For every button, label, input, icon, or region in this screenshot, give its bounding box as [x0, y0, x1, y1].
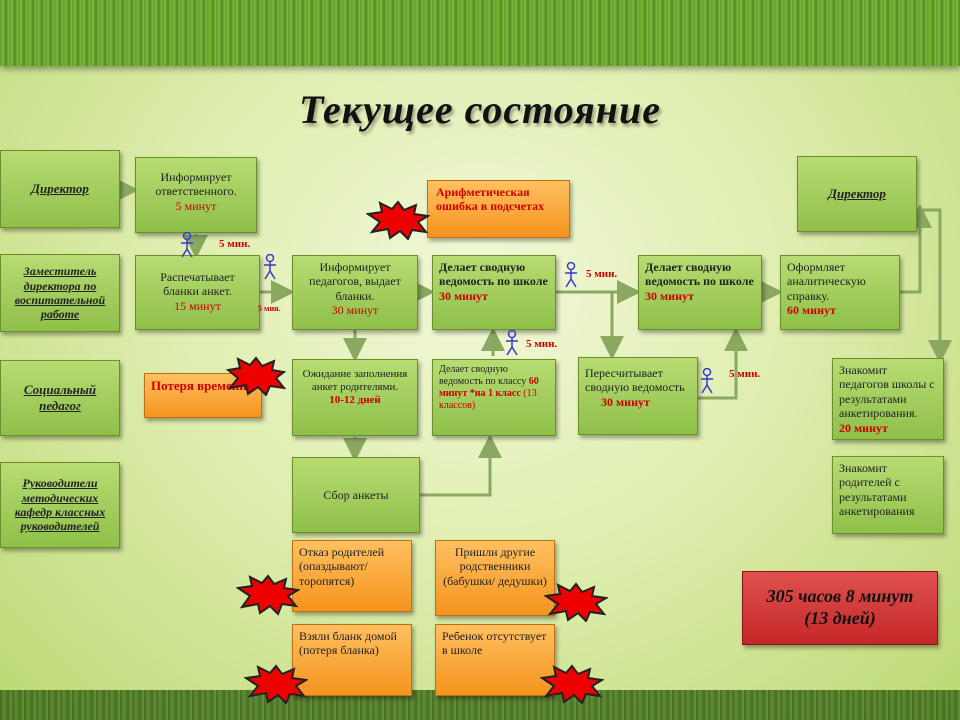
step-time: 5 минут — [175, 198, 217, 213]
problem-text: Арифметическая ошибка в подсчетах — [436, 185, 545, 214]
step-time: 20 минут — [839, 420, 888, 435]
wait-note: 5 мин. — [258, 304, 281, 313]
top-band — [0, 0, 960, 66]
step-time: 30 минут — [645, 288, 694, 303]
wait-note: 5 мин. — [526, 338, 558, 350]
problem-relatives: Пришли другие родственники (бабушки/ дед… — [435, 540, 555, 616]
problem-child-absent: Ребенок отсутствует в школе — [435, 624, 555, 696]
step-summary-school-1: Делает сводную ведомость по школе 30 мин… — [432, 255, 556, 330]
role-label: Заместитель директора по воспитательной … — [14, 264, 106, 322]
person-icon — [701, 368, 713, 394]
wait-note: 5 мин. — [219, 238, 251, 250]
problem-text: Ребенок отсутствует в школе — [442, 629, 547, 658]
step-inform-responsible: Информирует ответственного. 5 минут — [135, 157, 257, 233]
problem-text: Взяли бланк домой (потеря бланка) — [299, 629, 397, 658]
role-label: Директор — [31, 181, 89, 197]
step-text: Делает сводную ведомость по школе — [439, 260, 548, 289]
step-text: Ожидание заполнения анкет родителями. — [302, 368, 408, 394]
step-time: 30 минут — [601, 394, 650, 409]
step-text: Сбор анкеты — [323, 487, 389, 502]
step-collect: Сбор анкеты — [292, 457, 420, 533]
person-icon — [506, 330, 518, 356]
starburst-icon — [544, 582, 608, 622]
starburst-icon — [366, 200, 430, 240]
step-inform-teachers: Информирует педагогов, выдает бланки. 30… — [292, 255, 418, 330]
step-summary-class: Делает сводную ведомость по классу 60 ми… — [432, 359, 556, 436]
step-time: 60 минут *на 1 класс — [439, 376, 539, 399]
role-label: Руководители методических кафедр классны… — [14, 476, 106, 534]
step-time: 60 минут — [787, 303, 836, 318]
problem-arith-error: Арифметическая ошибка в подсчетах — [427, 180, 570, 238]
step-text: Оформляет аналитическую справку. — [787, 260, 866, 303]
step-waiting: Ожидание заполнения анкет родителями. 10… — [292, 359, 418, 436]
role-label: Директор — [828, 186, 886, 202]
arrow-collect-to-class — [420, 434, 502, 497]
step-text: Информирует ответственного. — [155, 170, 237, 199]
total-time: 305 часов 8 минут (13 дней) — [742, 571, 938, 645]
problem-text: Отказ родителей (опаздывают/ торопятся) — [299, 545, 385, 588]
step-text: Пересчитывает сводную ведомость — [585, 366, 685, 395]
person-icon — [264, 254, 276, 280]
step-acquaint-teachers: Знакомит педагогов школы с результатами … — [832, 358, 944, 440]
step-time: 15 минут — [174, 298, 221, 313]
arrow-director-right — [920, 208, 952, 364]
step-text: Знакомит родителей с результатами анкети… — [839, 461, 915, 519]
problem-text: Потеря времени — [151, 378, 247, 393]
role-director-left: Директор — [0, 150, 120, 228]
starburst-icon — [226, 356, 286, 396]
starburst-icon — [244, 664, 308, 704]
slide-title: Текущее состояние — [299, 87, 661, 132]
step-text: Делает сводную ведомость по школе — [645, 260, 754, 289]
step-text: Распечатывает бланки анкет. — [160, 270, 235, 299]
arrow-report-to-director — [900, 204, 932, 294]
step-summary-school-2: Делает сводную ведомость по школе 30 мин… — [638, 255, 762, 330]
role-director-right: Директор — [797, 156, 917, 232]
step-report: Оформляет аналитическую справку. 60 мину… — [780, 255, 900, 330]
person-icon — [181, 232, 193, 258]
starburst-icon — [540, 664, 604, 704]
wait-note: 5 мин. — [586, 268, 618, 280]
step-time-extra: (13 классов) — [439, 388, 537, 411]
step-acquaint-parents: Знакомит родителей с результатами анкети… — [832, 456, 944, 534]
problem-took-form-home: Взяли бланк домой (потеря бланка) — [292, 624, 412, 696]
role-label: Социальный педагог — [23, 382, 97, 413]
total-line-2: (13 дней) — [804, 608, 876, 628]
problem-parents-refusal: Отказ родителей (опаздывают/ торопятся) — [292, 540, 412, 612]
problem-text: Пришли другие родственники (бабушки/ дед… — [443, 545, 547, 588]
step-time: 10-12 дней — [329, 394, 381, 407]
step-text: Делает сводную ведомость по классу — [439, 364, 527, 387]
step-text: Знакомит педагогов школы с результатами … — [839, 363, 935, 421]
step-recount: Пересчитывает сводную ведомость 30 минут — [578, 357, 698, 435]
wait-note: 5 мин. — [729, 368, 761, 380]
role-deputy: Заместитель директора по воспитательной … — [0, 254, 120, 332]
person-icon — [565, 262, 577, 288]
role-heads: Руководители методических кафедр классны… — [0, 462, 120, 548]
starburst-icon — [236, 574, 300, 616]
step-time: 30 минут — [331, 303, 379, 318]
step-print-forms: Распечатывает бланки анкет. 15 минут — [135, 255, 260, 330]
step-time: 30 минут — [439, 288, 488, 303]
total-line-1: 305 часов 8 минут — [766, 586, 914, 607]
role-social-pedagogue: Социальный педагог — [0, 360, 120, 436]
step-text: Информирует педагогов, выдает бланки. — [309, 260, 401, 303]
arrow-recount-to-summary2 — [698, 327, 748, 400]
